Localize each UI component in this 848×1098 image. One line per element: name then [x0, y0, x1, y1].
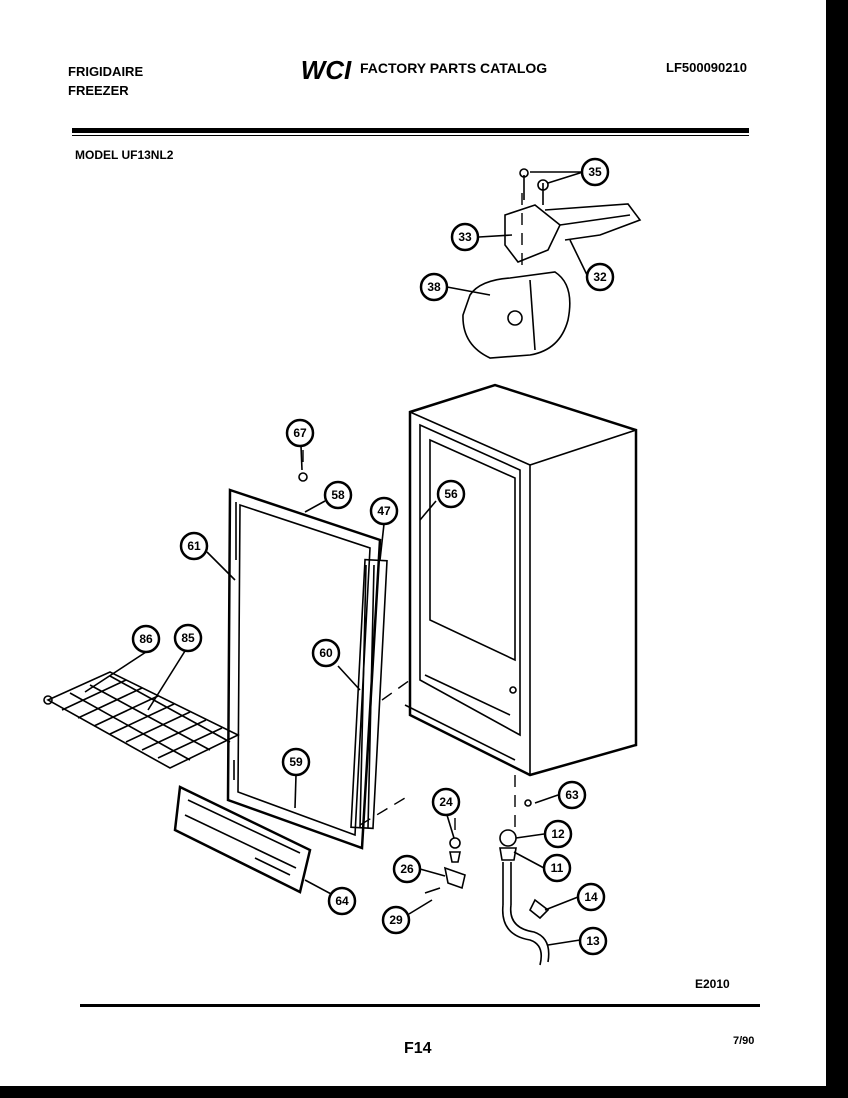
fan-motor-assembly — [462, 168, 642, 359]
callout-86: 86 — [131, 624, 161, 654]
callout-58: 58 — [323, 480, 353, 510]
leader-lines — [84, 171, 589, 946]
callout-60: 60 — [311, 638, 341, 668]
footer-rule — [80, 1004, 760, 1007]
page-date: 7/90 — [733, 1035, 755, 1047]
callout-label: 61 — [187, 539, 201, 553]
callout-14: 14 — [576, 882, 606, 912]
callout-11: 11 — [542, 853, 572, 883]
callout-label: 67 — [293, 426, 307, 440]
callout-label: 63 — [565, 788, 579, 802]
callout-label: 12 — [551, 827, 565, 841]
callout-67: 67 — [285, 418, 315, 448]
callout-label: 56 — [444, 487, 458, 501]
callout-label: 59 — [289, 755, 303, 769]
callout-61: 61 — [179, 531, 209, 561]
callout-29: 29 — [381, 905, 411, 935]
assembly-guides — [302, 193, 523, 830]
callout-12: 12 — [543, 819, 573, 849]
callout-38: 38 — [419, 272, 449, 302]
callout-64: 64 — [327, 886, 357, 916]
callout-label: 38 — [427, 280, 441, 294]
callout-label: 35 — [588, 165, 602, 179]
callout-35: 35 — [580, 157, 610, 187]
callout-label: 64 — [335, 894, 349, 908]
callout-label: 26 — [400, 862, 414, 876]
svg-text:WCI: WCI — [301, 56, 352, 84]
callout-32: 32 — [585, 262, 615, 292]
wci-logo: WCI — [301, 56, 352, 84]
callout-63: 63 — [557, 780, 587, 810]
callout-label: 11 — [551, 861, 564, 875]
callout-label: 60 — [319, 646, 333, 660]
callout-56: 56 — [436, 479, 466, 509]
header-rule — [72, 128, 749, 133]
callout-label: 13 — [586, 934, 600, 948]
callout-26: 26 — [392, 854, 422, 884]
callout-label: 29 — [389, 913, 403, 927]
callout-label: 24 — [439, 795, 453, 809]
callout-47: 47 — [369, 496, 399, 526]
callout-label: 32 — [593, 270, 607, 284]
catalog-sheet: FRIGIDAIRE FREEZER WCI FACTORY PARTS CAT… — [0, 0, 826, 1086]
callout-24: 24 — [431, 787, 461, 817]
callout-label: 47 — [377, 504, 391, 518]
brand-name: FRIGIDAIRE — [68, 64, 144, 79]
wire-shelf — [43, 671, 240, 769]
callout-13: 13 — [578, 926, 608, 956]
catalog-title: FACTORY PARTS CATALOG — [360, 60, 548, 76]
page-number: F14 — [404, 1040, 432, 1057]
callout-label: 33 — [458, 230, 472, 244]
callout-label: 86 — [139, 632, 153, 646]
product-type: FREEZER — [68, 83, 129, 98]
header-rule-thin — [72, 135, 749, 136]
diagram-code: E2010 — [695, 977, 730, 991]
callout-label: 58 — [331, 488, 345, 502]
callout-label: 85 — [181, 631, 195, 645]
exploded-parts-diagram: 35 33 32 38 67 58 47 56 61 86 85 60 59 6… — [43, 157, 642, 966]
catalog-code: LF500090210 — [666, 60, 747, 75]
kick-plate — [173, 785, 312, 894]
callout-label: 14 — [584, 890, 598, 904]
cabinet — [404, 383, 638, 777]
callout-33: 33 — [450, 222, 480, 252]
callout-85: 85 — [173, 623, 203, 653]
callout-59: 59 — [281, 747, 311, 777]
lower-hardware — [298, 472, 550, 966]
door-assembly — [226, 488, 388, 850]
model-label: MODEL UF13NL2 — [75, 148, 174, 162]
